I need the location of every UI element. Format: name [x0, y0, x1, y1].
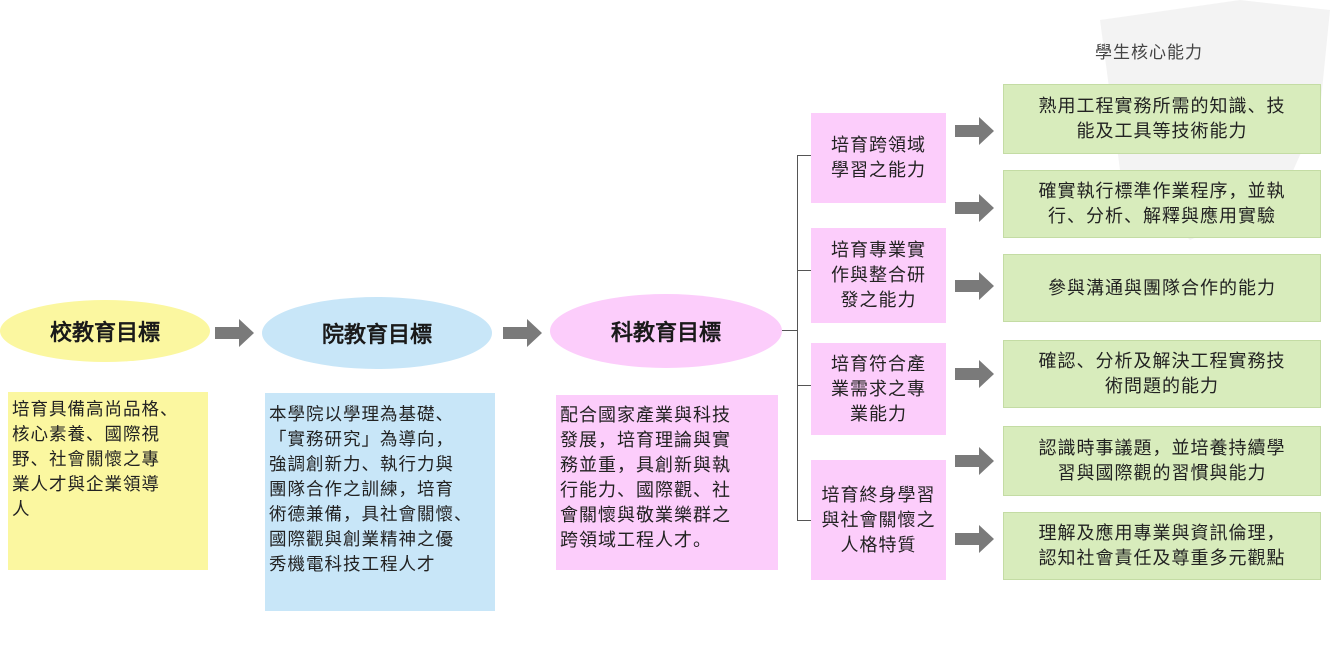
arrow-right-icon [503, 319, 542, 347]
competency-line: 確認、分析及解決工程實務技 [1038, 351, 1286, 372]
desc-line: 培育具備高尚品格、 [12, 400, 179, 420]
connector-line [797, 155, 811, 156]
goal-box: 培育跨領域學習之能力 [811, 113, 946, 203]
desc-line: 跨領域工程人才。 [560, 530, 712, 551]
goal-line: 業需求之專 [831, 378, 926, 400]
arrow-right-icon [955, 272, 994, 300]
arrow-right-icon [955, 447, 994, 475]
goal-line: 與社會關懷之 [821, 509, 936, 531]
desc-line: 發展，培育理論與實 [560, 430, 731, 451]
competency-line: 習與國際觀的習慣與能力 [1057, 463, 1267, 484]
goal-line: 發之能力 [840, 290, 917, 311]
goal-line: 培育符合產 [831, 353, 926, 375]
goal-line: 培育終身學習 [821, 484, 936, 506]
competency-line: 行、分析、解釋與應用實驗 [1048, 206, 1276, 227]
goal-line: 學習之能力 [831, 160, 926, 181]
desc-line: 團隊合作之訓練，培育 [269, 480, 454, 500]
goal-line: 人格特質 [840, 534, 917, 556]
competency-box: 確實執行標準作業程序，並執行、分析、解釋與應用實驗 [1003, 170, 1321, 238]
connector-line [797, 270, 811, 271]
competency-line: 能及工具等技術能力 [1076, 121, 1248, 142]
department-goal-ellipse: 科教育目標 [550, 294, 782, 368]
school-goal-description: 培育具備高尚品格、 核心素養、國際視 野、社會關懷之專 業人才與企業領導 人 [8, 392, 208, 570]
competency-line: 熟用工程實務所需的知識、技 [1038, 96, 1286, 117]
competency-line: 認識時事議題，並培養持續學 [1038, 438, 1286, 459]
desc-line: 配合國家產業與科技 [560, 405, 731, 426]
connector-line [797, 155, 798, 520]
college-goal-description: 本學院以學理為基礎、 「實務研究」為導向， 強調創新力、執行力與 團隊合作之訓練… [265, 393, 495, 611]
connector-line [797, 520, 811, 521]
school-goal-ellipse: 校教育目標 [0, 300, 210, 362]
competencies-title: 學生核心能力 [1095, 43, 1203, 63]
desc-line: 核心素養、國際視 [12, 425, 160, 445]
goal-box: 培育專業實作與整合研發之能力 [811, 228, 946, 323]
desc-line: 「實務研究」為導向， [269, 430, 454, 450]
competency-box: 認識時事議題，並培養持續學習與國際觀的習慣與能力 [1003, 426, 1321, 496]
goal-line: 培育專業實 [831, 240, 926, 261]
goal-box: 培育終身學習與社會關懷之人格特質 [811, 460, 946, 580]
connector-line [797, 385, 811, 386]
connector-line [782, 330, 797, 331]
desc-line: 強調創新力、執行力與 [269, 455, 454, 475]
desc-line: 秀機電科技工程人才 [269, 555, 436, 575]
department-goal-description: 配合國家產業與科技 發展，培育理論與實 務並重，具創新與執 行能力、國際觀、社 … [556, 395, 778, 570]
competency-line: 認知社會責任及尊重多元觀點 [1038, 548, 1286, 569]
competency-line: 術問題的能力 [1105, 376, 1219, 397]
competency-line: 理解及應用專業與資訊倫理， [1038, 523, 1286, 544]
desc-line: 野、社會關懷之專 [12, 450, 160, 470]
competency-line: 參與溝通與團隊合作的能力 [1048, 277, 1276, 299]
desc-line: 人 [12, 500, 31, 520]
goal-line: 業能力 [850, 403, 907, 425]
desc-line: 國際觀與創業精神之優 [269, 530, 454, 550]
arrow-right-icon [955, 117, 994, 145]
competency-box: 理解及應用專業與資訊倫理， 認知社會責任及尊重多元觀點 [1003, 512, 1321, 580]
desc-line: 本學院以學理為基礎、 [269, 405, 454, 425]
goal-line: 作與整合研 [831, 265, 926, 286]
arrow-right-icon [955, 525, 994, 553]
goal-box: 培育符合產業需求之專業能力 [811, 343, 946, 435]
desc-line: 術德兼備，具社會關懷、 [269, 505, 473, 525]
desc-line: 會關懷與敬業樂群之 [560, 505, 731, 526]
goal-line: 培育跨領域 [831, 135, 926, 156]
arrow-right-icon [215, 319, 254, 347]
desc-line: 務並重，具創新與執 [560, 455, 731, 476]
college-goal-ellipse: 院教育目標 [262, 297, 492, 369]
arrow-right-icon [955, 360, 994, 388]
desc-line: 行能力、國際觀、社 [560, 480, 731, 501]
competency-box: 熟用工程實務所需的知識、技能及工具等技術能力 [1003, 84, 1321, 154]
desc-line: 業人才與企業領導 [12, 475, 160, 495]
competency-box: 參與溝通與團隊合作的能力 [1003, 254, 1321, 322]
arrow-right-icon [955, 194, 994, 222]
competency-line: 確實執行標準作業程序，並執 [1038, 181, 1286, 202]
competency-box: 確認、分析及解決工程實務技術問題的能力 [1003, 340, 1321, 408]
